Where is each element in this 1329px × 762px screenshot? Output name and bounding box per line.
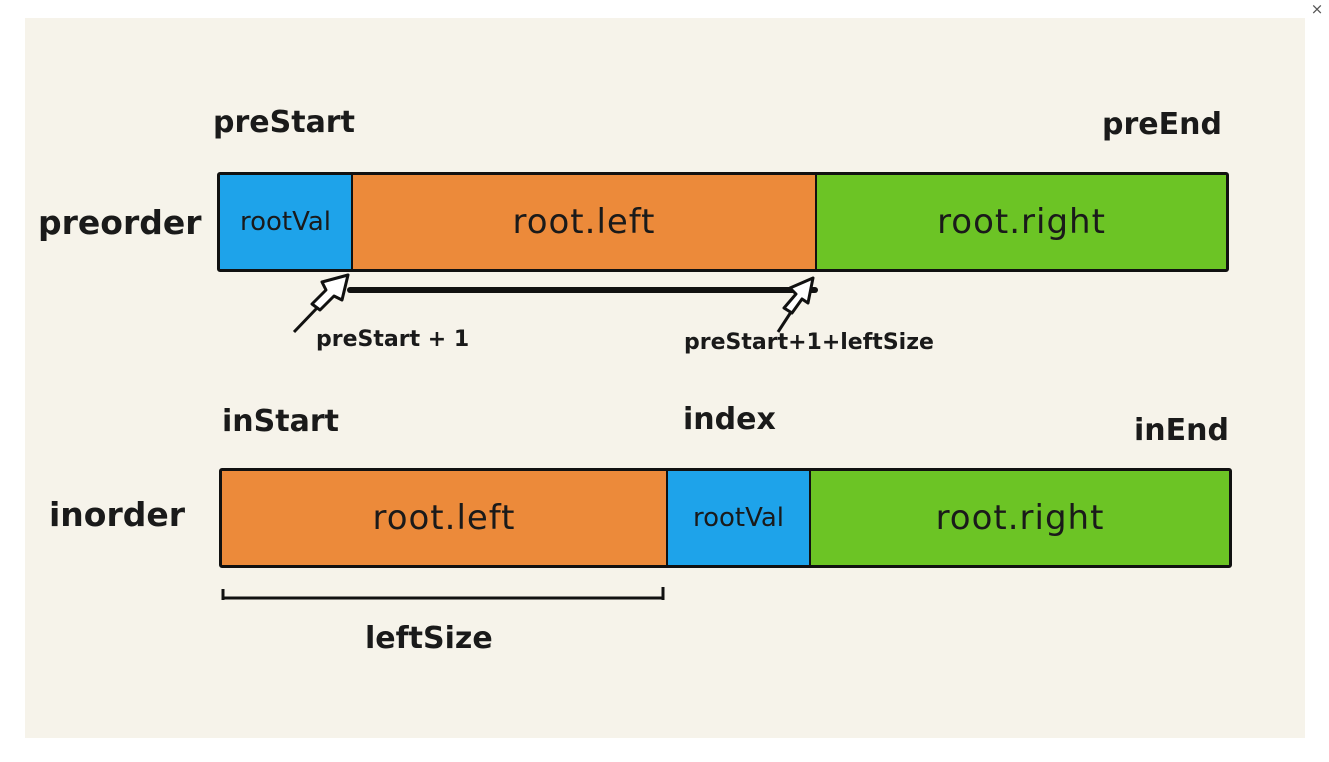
pre-start-plus-left-size-label: preStart+1+leftSize: [684, 330, 934, 355]
paper-background: [25, 18, 1305, 738]
preorder-bar: rootVal root.left root.right: [217, 172, 1229, 272]
close-icon: ×: [1310, 0, 1324, 18]
inorder-left-segment: root.left: [222, 471, 666, 565]
inorder-row-label: inorder: [49, 495, 186, 534]
preorder-left-segment: root.left: [351, 175, 815, 269]
left-size-label: leftSize: [365, 621, 493, 656]
inorder-right-segment: root.right: [809, 471, 1229, 565]
in-start-label: inStart: [222, 404, 339, 439]
pre-end-label: preEnd: [1102, 107, 1222, 142]
pre-start-label: preStart: [213, 105, 355, 140]
inorder-bar: root.left rootVal root.right: [219, 468, 1232, 568]
in-end-label: inEnd: [1134, 413, 1229, 448]
preorder-root-segment: rootVal: [220, 175, 351, 269]
index-label: index: [683, 402, 776, 437]
preorder-row-label: preorder: [38, 203, 202, 242]
close-button[interactable]: ×: [1306, 0, 1328, 18]
inorder-root-segment: rootVal: [666, 471, 809, 565]
preorder-right-segment: root.right: [815, 175, 1226, 269]
pre-start-plus-one-label: preStart + 1: [316, 327, 470, 352]
